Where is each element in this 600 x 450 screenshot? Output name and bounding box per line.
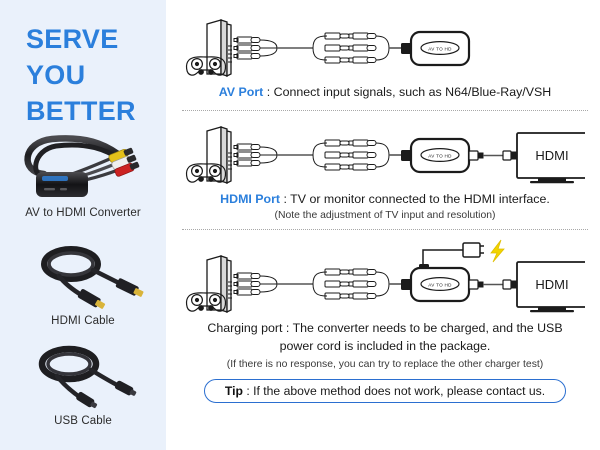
divider-1	[182, 109, 588, 111]
hdmi-port-caption: HDMI Port : TV or monitor connected to t…	[180, 191, 590, 208]
page-title: SERVE YOU BETTER	[0, 0, 166, 130]
usb-cable-image	[0, 340, 166, 412]
converter-device-label: AV TO HD	[428, 153, 452, 158]
converter-device-label: AV TO HD	[428, 283, 452, 288]
charging-port-text-line2: power cord is included in the package.	[279, 338, 491, 353]
product-label: USB Cable	[54, 415, 112, 427]
tip-keyword: Tip	[224, 384, 243, 399]
hdmi-cable-link	[468, 150, 520, 161]
tv-screen-label: HDMI	[535, 277, 568, 292]
product-item-hdmi-cable: HDMI Cable	[0, 240, 166, 327]
rca-cable-middle	[312, 139, 390, 171]
row-charging-port: AV TO HD HDMI Charging port : Th	[180, 230, 590, 370]
rca-cable-left	[233, 36, 278, 60]
sidebar: SERVE YOU BETTER	[0, 0, 166, 450]
rca-cable-middle	[312, 268, 390, 300]
charging-port-text-line1: The converter needs to be charged, and t…	[292, 321, 563, 336]
title-line-3: BETTER	[26, 95, 136, 126]
divider-2	[182, 229, 588, 231]
tip-badge: Tip : If the above method does not work,…	[203, 379, 567, 404]
lightning-bolt-icon	[490, 240, 505, 263]
av-port-keyword: AV Port	[218, 85, 264, 99]
hdmi-cable-image	[0, 240, 166, 312]
hdmi-cable-link	[468, 279, 520, 291]
charging-port-diagram: AV TO HD HDMI	[185, 240, 585, 314]
title-line-2: YOU	[26, 59, 86, 90]
charging-port-keyword: Charging port	[207, 321, 283, 336]
charging-port-caption: Charging port : The converter needs to b…	[180, 320, 590, 355]
usb-cable-icon	[38, 345, 137, 409]
converter-device: AV TO HD	[401, 267, 471, 303]
converter-device: AV TO HD	[401, 30, 471, 67]
power-cord	[422, 249, 463, 268]
hdmi-port-keyword: HDMI Port	[220, 191, 281, 206]
av-port-diagram: AV TO HD	[185, 19, 471, 78]
charging-port-colon: :	[282, 321, 293, 336]
charging-port-note: (If there is no response, you can try to…	[226, 359, 544, 371]
av-port-text: Connect input signals, such as N64/Blue-…	[273, 85, 552, 99]
product-item-av-to-hdmi-converter: AV to HDMI Converter	[0, 128, 166, 219]
hdmi-port-colon: :	[280, 191, 291, 206]
converter-device-label: AV TO HD	[428, 46, 452, 51]
tv-monitor: HDMI	[516, 261, 585, 313]
av-port-caption: AV Port : Connect input signals, such as…	[180, 84, 590, 101]
row-av-port: AV TO HD AV Port : Connect input signals…	[180, 0, 590, 101]
rca-cable-middle	[312, 32, 390, 64]
power-plug-icon	[462, 242, 484, 259]
product-label: HDMI Cable	[51, 315, 115, 327]
rca-cable-left	[233, 143, 278, 167]
product-label: AV to HDMI Converter	[25, 207, 141, 219]
row-hdmi-port: AV TO HD HDMI	[180, 111, 590, 222]
hdmi-port-diagram: AV TO HD HDMI	[185, 125, 585, 184]
product-item-usb-cable: USB Cable	[0, 340, 166, 427]
hdmi-cable-icon	[41, 246, 144, 309]
av-converter-image	[0, 128, 166, 204]
tip-container: Tip : If the above method does not work,…	[180, 379, 590, 404]
converter-device: AV TO HD	[401, 137, 471, 173]
title-line-1: SERVE	[26, 24, 119, 54]
tv-screen-label: HDMI	[535, 148, 568, 163]
content-pane: AV TO HD AV Port : Connect input signals…	[166, 0, 600, 450]
rca-cable-left	[233, 272, 278, 296]
hdmi-port-note: (Note the adjustment of TV input and res…	[274, 210, 496, 222]
tip-colon: :	[242, 384, 254, 399]
hdmi-port-text: TV or monitor connected to the HDMI inte…	[290, 191, 550, 206]
av-converter-icon	[24, 135, 140, 197]
av-port-colon: :	[263, 85, 274, 99]
tv-monitor: HDMI	[516, 131, 585, 183]
tip-text: If the above method does not work, pleas…	[253, 384, 546, 399]
